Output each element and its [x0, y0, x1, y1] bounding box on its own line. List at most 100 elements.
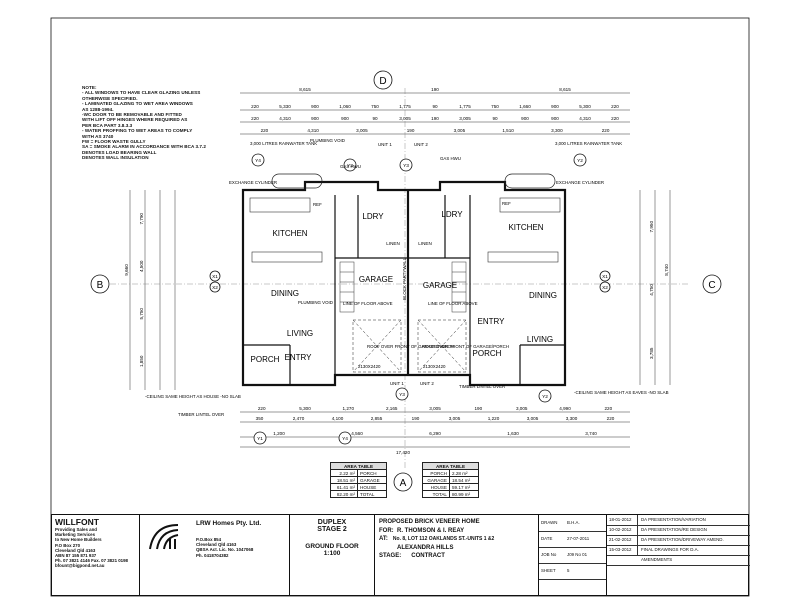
dimension-label: 3,005: [516, 406, 528, 411]
dimension-label: 350: [256, 416, 264, 421]
label-ref-right: REF: [502, 201, 511, 206]
dimension-label: 1,270: [343, 406, 355, 411]
label-garage-door-right: 2130X2420: [423, 364, 446, 369]
dimension-label: 220: [611, 104, 619, 109]
room-entry-right: ENTRY: [478, 317, 506, 326]
dimension-label: 4,560: [351, 431, 363, 436]
revision-text: AMENDMENTS: [641, 557, 673, 562]
overall-dimension: 17,420: [396, 450, 410, 455]
dimension-label: 5,300: [579, 104, 591, 109]
area-table-left-title: AREA TABLE: [330, 462, 387, 470]
dimension-label: 3,005: [459, 116, 471, 121]
grid-y4-bottom: Y4: [342, 436, 348, 442]
dimension-label: 3,005: [454, 128, 466, 133]
rainwater-tanks: [271, 173, 556, 189]
dimension-label: 220: [261, 128, 269, 133]
area-cell: HOUSE: [422, 483, 450, 491]
dimension-label: 1,660: [519, 104, 531, 109]
stage-value: CONTRACT: [411, 553, 445, 559]
dimension-label: 900: [551, 104, 559, 109]
revision-date: 10-02-2012: [609, 525, 638, 535]
dimension-label: 750: [491, 104, 499, 109]
dimension-label: 4,310: [279, 116, 291, 121]
note-line: FW = FLOOR WASTE GULLY: [82, 139, 146, 145]
room-dining-right: DINING: [529, 291, 557, 300]
label-unit2-bottom: UNIT 2: [420, 381, 434, 386]
area-cell: TOTAL: [422, 490, 450, 498]
label-floor-above-left: LINE OF FLOOR ABOVE: [343, 301, 393, 306]
meta-label: DATE: [541, 536, 553, 541]
site-address: No. 8, LOT 112 OAKLANDS ST.-UNITS 1 &2: [392, 536, 495, 542]
label-ceiling-left: -CEILING SAME HEIGHT AS HOUSE -NO SLAB: [145, 394, 241, 399]
grid-y3-top: Y3: [347, 163, 353, 169]
meta-label: SHEET: [541, 568, 556, 573]
room-ldry-left: LDRY: [362, 212, 384, 221]
area-cell: 18.54 m²: [449, 476, 479, 484]
note-line: - WATER PROFFING TO WET AREAS TO COMPLY: [82, 128, 193, 134]
dimension-label: 3,005: [399, 116, 411, 121]
builder-detail-line: QBSA Act. Lic. No. 1047068: [196, 547, 254, 553]
notes-title: NOTE:: [82, 85, 97, 90]
label-roof-over-left: ROOF OVER FRONT OF GARAGE/PORCH: [367, 344, 454, 349]
grid-y2-bottom: Y2: [542, 394, 548, 400]
label-tank-left: 3,000 LITRES RAINWATER TANK: [250, 141, 317, 146]
grid-labels: D A B C: [97, 76, 716, 489]
room-kitchen-left: KITCHEN: [272, 229, 307, 238]
dimension-label: 1,510: [502, 128, 514, 133]
area-cell: 2.22 m²: [330, 469, 358, 477]
dimension-label: 220: [607, 416, 615, 421]
label-timber-lintel-right: TIMBER LINTEL OVER: [459, 384, 505, 389]
dimension-label: 1,200: [273, 431, 285, 436]
firm-detail-line: Cleveland Qld 4163: [55, 547, 96, 553]
grid-y3-bottom: Y3: [399, 392, 405, 398]
label-roof-over-right: ROOF OVER FRONT OF GARAGE/PORCH: [422, 344, 509, 349]
dimension-label: 3,785: [649, 347, 654, 359]
floor-above-lines: [352, 319, 467, 373]
kitchen-benches: [249, 197, 561, 263]
label-exchange-right: EXCHANGE CYLINDER: [556, 180, 604, 185]
room-garage-left: GARAGE: [359, 275, 393, 284]
dimension-label: 900: [311, 104, 319, 109]
note-line: SA = SMOKE ALARM IN ACCORDANCE WITH BCA …: [82, 144, 206, 150]
grid-label-right: C: [708, 280, 715, 291]
note-line: OTHERWISE SPECIFIED.: [82, 95, 138, 101]
note-line: WITH LIFT OFF HINGES WHERE REQUIRED AS: [82, 117, 188, 123]
grid-x2-left: X2: [212, 285, 218, 291]
builder-logo-icon: [149, 524, 179, 550]
stairs: [339, 261, 467, 313]
label-exchange-left: EXCHANGE CYLINDER: [229, 180, 277, 185]
note-line: - LAMINATED GLAZING TO WET AREA WINDOWS: [82, 101, 193, 107]
grid-label-bottom: A: [400, 478, 407, 489]
area-cell: 2.28 m²: [449, 469, 479, 477]
firm-detail-line: Ph. 07 3821 4146 Fax. 07 3821 0198: [55, 558, 128, 564]
area-cell: TOTAL: [357, 490, 387, 498]
project-title: PROPOSED BRICK VENEER HOME: [379, 519, 480, 525]
dimension-label: 5,750: [139, 308, 144, 320]
area-cell: 82.20 m²: [330, 490, 358, 498]
sub-grid-labels: X1 X2 X1 X2 Y4 Y3 Y3 Y2 Y1 Y4 Y3 Y2: [212, 158, 608, 442]
revision-text: DA PRESENTATION/VARIATION: [641, 517, 706, 522]
room-living-left: LIVING: [287, 329, 313, 338]
dimension-label: 900: [521, 116, 529, 121]
dimension-label: 8,615: [559, 87, 571, 92]
note-line: -WC DOOR TO BE REMOVABLE AND FITTED: [82, 112, 182, 118]
dimension-label: 190: [474, 406, 482, 411]
project-panel: PROPOSED BRICK VENEER HOME FOR: R. THOMS…: [375, 515, 539, 595]
small-room-labels: LINEN LINEN: [386, 241, 432, 246]
meta-value: B.H.A.: [567, 520, 580, 525]
area-cell: 18.51 m²: [330, 476, 358, 484]
drawing-scale: 1:100: [323, 550, 341, 557]
builder-name: LRW Homes Pty. Ltd.: [196, 520, 262, 527]
area-cell: GARAGE: [357, 476, 387, 484]
dimension-label: 190: [431, 116, 439, 121]
firm-detail-line: Providing Sales and: [55, 527, 97, 532]
